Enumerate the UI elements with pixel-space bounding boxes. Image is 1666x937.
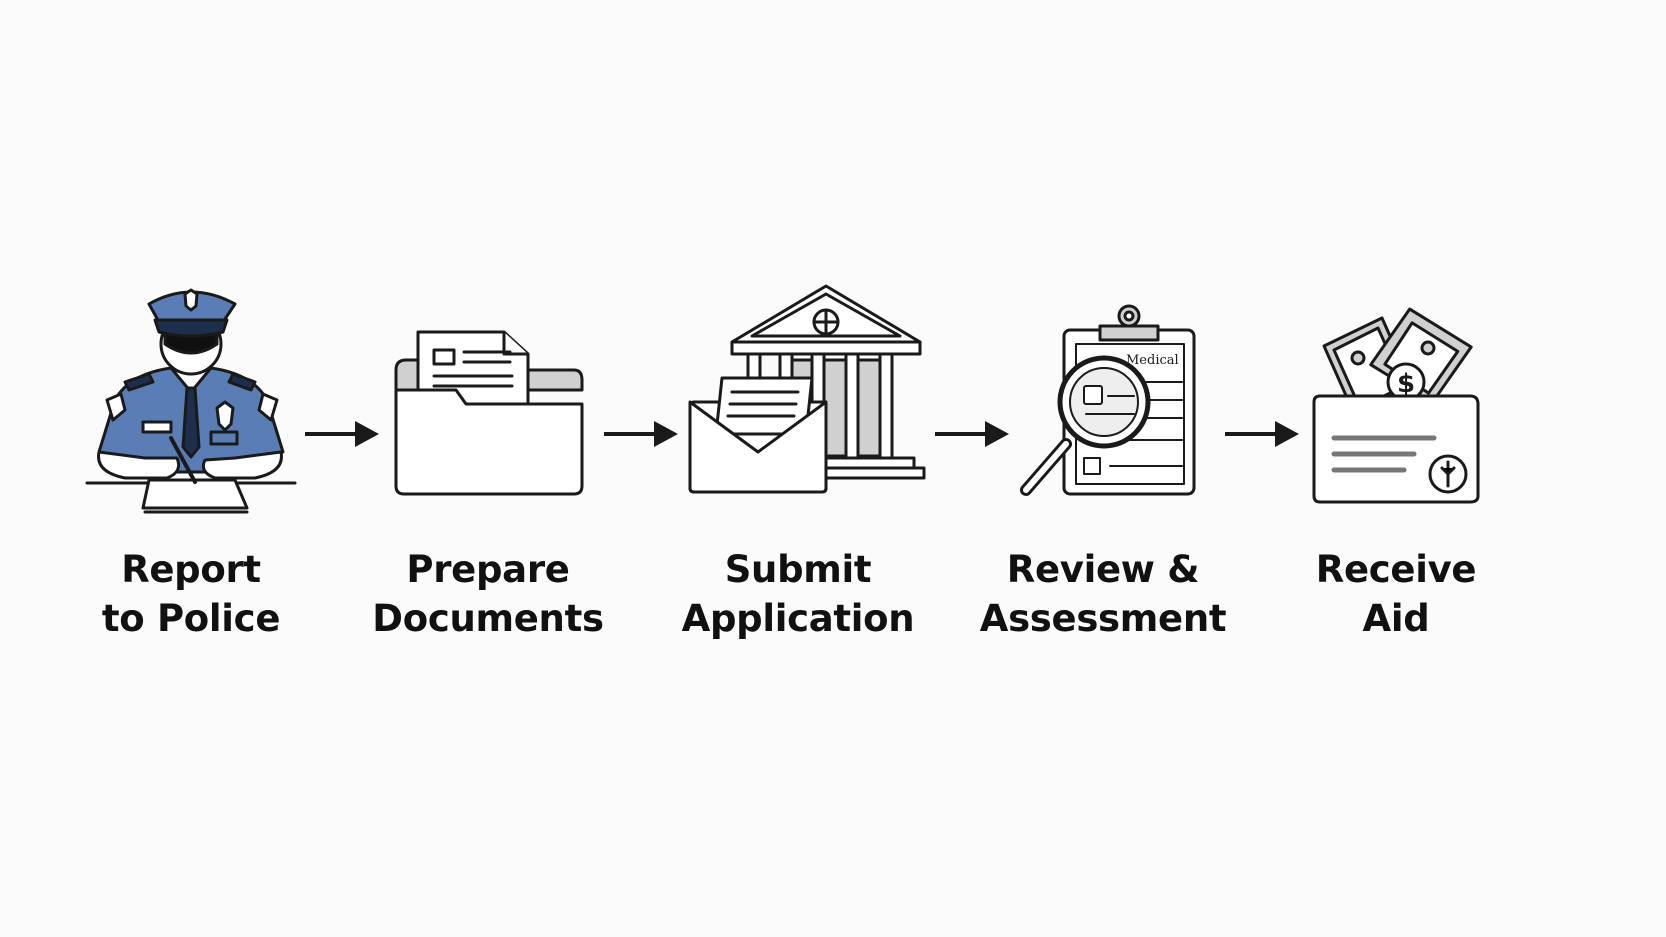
step-label-receive-aid: Receive Aid [1315, 548, 1477, 640]
right-arrow-icon [604, 421, 678, 447]
dollar-sign-glyph: $ [1397, 369, 1415, 399]
right-arrow-icon [1225, 421, 1299, 447]
right-arrow-icon [935, 421, 1009, 447]
police-officer-writing-report-icon [85, 288, 297, 514]
step-label-review-assessment: Review & Assessment [979, 548, 1227, 640]
magnifying-glass-on-medical-clipboard-icon: Medical [1020, 304, 1196, 496]
clipboard-medical-text: Medical [1126, 353, 1179, 368]
step-label-prepare-documents: Prepare Documents [372, 548, 604, 640]
step-label-submit-application: Submit Application [681, 548, 915, 640]
right-arrow-icon [305, 421, 379, 447]
money-in-wallet-icon: $ [1312, 307, 1480, 504]
envelope-and-government-building-icon [688, 284, 926, 494]
step-label-report-to-police: Report to Police [101, 548, 281, 640]
document-folder-icon [394, 330, 584, 496]
